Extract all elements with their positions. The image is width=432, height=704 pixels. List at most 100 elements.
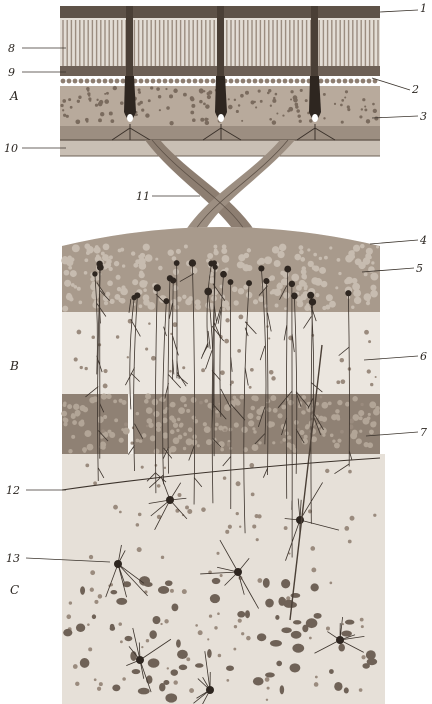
granule	[304, 287, 308, 291]
cone-bead	[349, 79, 354, 84]
granule	[68, 266, 72, 270]
dark-cell	[125, 636, 133, 641]
speckle	[350, 516, 355, 521]
granule	[273, 408, 278, 413]
speckle	[348, 470, 352, 474]
speckle	[326, 627, 330, 631]
speckle	[284, 526, 288, 530]
granule	[183, 432, 187, 436]
multipolar-soma	[336, 636, 344, 644]
granule	[94, 246, 101, 253]
dark-cell	[149, 630, 156, 639]
retina-nucleus	[296, 109, 300, 113]
granule	[191, 397, 197, 403]
granule	[299, 245, 304, 250]
retina-nucleus	[258, 90, 261, 93]
speckle	[360, 618, 364, 622]
retina-nucleus	[70, 106, 73, 109]
granule	[154, 448, 160, 454]
granule	[195, 304, 201, 310]
granule	[122, 264, 125, 267]
speckle	[361, 625, 364, 628]
granule	[103, 415, 107, 419]
granule	[147, 302, 155, 310]
dark-cell	[172, 604, 179, 612]
granule	[371, 261, 374, 264]
speckle	[182, 366, 185, 369]
retina-nucleus	[86, 120, 89, 123]
cone-bead	[271, 79, 276, 84]
granule	[272, 441, 275, 444]
dark-cell	[265, 599, 274, 608]
granule	[351, 306, 354, 309]
granule	[197, 444, 200, 447]
speckle	[257, 578, 262, 583]
retina-nucleus	[98, 118, 102, 122]
granule	[369, 430, 374, 435]
cone-bead	[199, 79, 204, 84]
speckle	[101, 429, 105, 433]
granule	[241, 263, 245, 267]
granule	[335, 409, 340, 414]
cone-bead	[97, 79, 102, 84]
speckle	[141, 466, 144, 469]
dark-cell	[226, 665, 234, 670]
label-3: 3	[420, 110, 427, 123]
granule	[367, 442, 373, 448]
granule	[319, 257, 322, 260]
granule	[180, 396, 187, 403]
speckle	[124, 422, 128, 426]
granule	[158, 266, 163, 271]
granule	[251, 406, 256, 411]
granule	[281, 405, 286, 410]
granule	[204, 426, 211, 433]
granule	[280, 271, 285, 276]
granule	[371, 274, 374, 277]
granule	[207, 253, 213, 259]
retina-nucleus	[234, 99, 236, 101]
granule	[119, 438, 124, 443]
granule	[182, 295, 186, 299]
soma	[163, 298, 169, 304]
retina-nucleus	[245, 91, 249, 95]
layer-gap	[128, 394, 134, 454]
granule	[119, 399, 123, 403]
cone-bead	[343, 79, 348, 84]
cone-bead	[253, 79, 258, 84]
speckle	[137, 547, 142, 552]
granule	[352, 430, 358, 436]
retina-nucleus	[106, 92, 109, 95]
retina-nucleus	[66, 115, 69, 118]
dark-cell	[245, 610, 250, 618]
granule	[186, 438, 193, 445]
retina-nucleus	[191, 104, 195, 108]
cone-bead	[289, 79, 294, 84]
granule	[156, 422, 162, 428]
granule	[192, 416, 196, 420]
dark-cell	[212, 578, 220, 584]
granule	[66, 259, 73, 266]
soma	[92, 271, 97, 276]
cone-bead	[259, 79, 264, 84]
granule	[321, 402, 328, 409]
granule	[206, 439, 212, 445]
speckle	[198, 630, 203, 635]
speckle	[325, 469, 329, 473]
multipolar-soma	[136, 656, 144, 664]
label-2: 2	[411, 83, 419, 96]
granule	[328, 401, 332, 405]
retina-nucleus	[341, 121, 344, 124]
granule	[226, 306, 230, 310]
speckle	[216, 413, 220, 417]
speckle	[223, 476, 226, 479]
granule	[241, 426, 247, 432]
speckle	[233, 648, 236, 651]
speckle	[116, 335, 119, 338]
multipolar-soma	[206, 686, 214, 694]
soma	[307, 292, 314, 299]
retina-nucleus	[240, 94, 244, 98]
granule	[284, 307, 287, 310]
granule	[89, 397, 95, 403]
retina-nucleus	[295, 105, 298, 108]
dark-cell	[265, 672, 275, 677]
